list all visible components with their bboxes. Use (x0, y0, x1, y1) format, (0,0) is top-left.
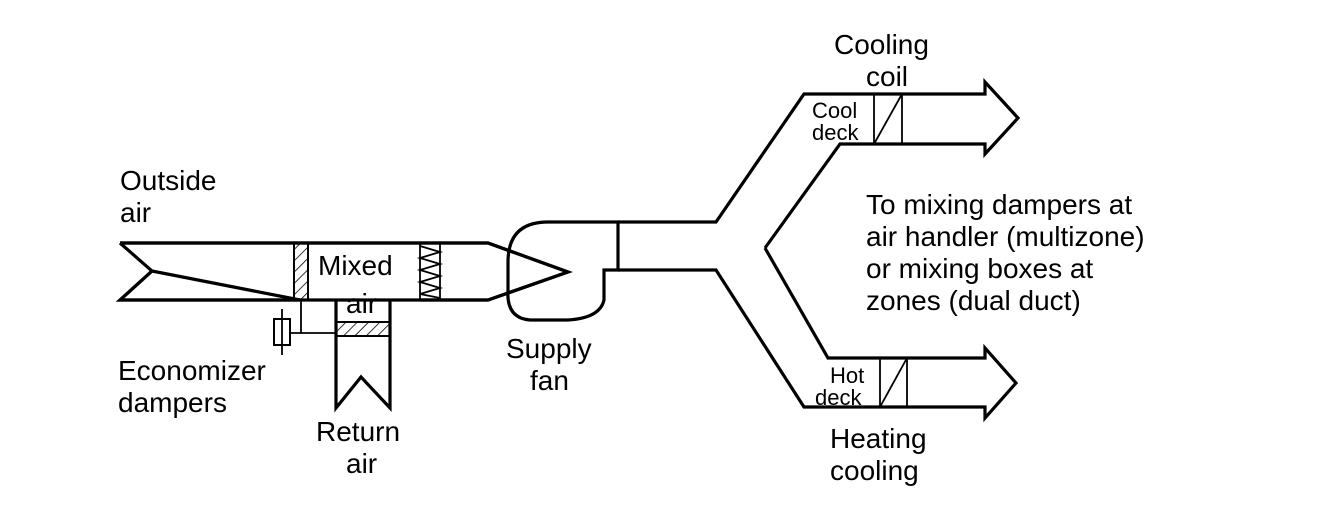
label-economizer-dampers: Economizer dampers (118, 355, 274, 418)
damper-actuator-icon (273, 300, 336, 355)
outside-air-duct-bottom (115, 241, 336, 302)
supply-duct-top (618, 77, 1021, 249)
supply-fan (506, 220, 620, 322)
label-hot-deck: Hot deck (815, 363, 870, 410)
supply-duct-bottom (618, 247, 1019, 423)
label-cool-deck: Cool deck (812, 98, 863, 145)
label-supply-fan: Supply fan (506, 333, 599, 396)
label-return-air: Return air (316, 416, 408, 479)
return-air-duct (334, 300, 392, 413)
heating-coil-icon (879, 357, 908, 408)
return-air-damper (335, 321, 391, 337)
label-mixed-air: Mixed air (318, 250, 400, 319)
cooling-coil-icon (873, 93, 903, 145)
outside-air-duct-outline (120, 241, 573, 302)
label-heating-cooling: Heating cooling (830, 423, 934, 486)
label-destination: To mixing dampers at air handler (multiz… (866, 189, 1152, 316)
outside-air-damper (293, 242, 309, 301)
label-cooling-coil: Cooling coil (834, 29, 937, 92)
filter-icon (416, 243, 444, 300)
label-outside-air: Outside air (120, 165, 224, 228)
